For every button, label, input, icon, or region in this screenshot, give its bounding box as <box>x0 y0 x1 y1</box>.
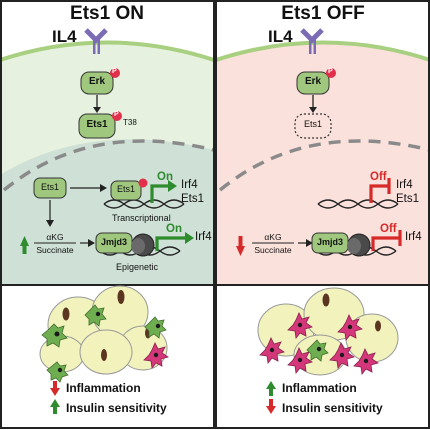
left-mechanism-transcriptional: Transcriptional <box>112 213 171 223</box>
left-metabolite-succinate: Succinate <box>36 245 74 255</box>
left-dna-transcriptional <box>103 199 185 209</box>
right-dna-transcriptional <box>317 199 399 209</box>
right-epigenetic-off-blocker <box>371 236 400 251</box>
left-macrophage-nuclei <box>54 311 161 373</box>
left-cell-panel <box>0 0 214 285</box>
left-epigenetic-on-arrow <box>155 236 187 251</box>
right-metabolite-down-arrow-icon <box>236 246 245 256</box>
right-metabolite-akg: αKG <box>264 232 282 242</box>
left-transcription-on-arrow <box>150 184 170 203</box>
right-nuclear-envelope <box>218 139 430 192</box>
left-metabolite-akg: αKG <box>46 232 64 242</box>
right-inflammation-up-arrow-icon <box>266 381 276 396</box>
left-erk-phospho-mark: P <box>112 68 117 75</box>
left-outcome-insulin-sensitivity: Insulin sensitivity <box>66 401 167 415</box>
right-il4-receptor-icon <box>300 28 324 54</box>
right-ligand-label: IL4 <box>268 27 293 46</box>
right-ets1-absent-label: Ets1 <box>303 119 322 129</box>
right-outcome-inflammation: Inflammation <box>282 381 357 395</box>
left-outcome-inflammation: Inflammation <box>66 381 141 395</box>
right-ets1-absent-outline <box>294 113 332 139</box>
left-inflammation-down-arrow-icon <box>50 381 60 396</box>
left-erk-protein <box>80 71 114 95</box>
right-insulin-down-arrow-icon <box>266 399 276 414</box>
left-erk-label: Erk <box>88 76 106 87</box>
right-metabolite-succinate: Succinate <box>254 245 292 255</box>
left-nuclear-ets1-protein <box>33 177 67 199</box>
right-transcription-off-blocker <box>369 184 389 203</box>
right-erk-phospho-icon <box>326 68 336 78</box>
left-ets1-phospho-mark: P <box>114 111 119 118</box>
left-bound-ets1-label: Ets1 <box>116 184 135 194</box>
left-ligand-label: IL4 <box>52 27 77 46</box>
right-switch-off-1: Off <box>370 171 387 183</box>
left-insulin-up-arrow-icon <box>50 399 60 414</box>
right-erk-protein <box>296 71 330 95</box>
right-target-2-irf4: Irf4 <box>405 231 422 243</box>
left-jmjd3-label: Jmjd3 <box>100 237 127 247</box>
left-switch-on-2: On <box>166 223 182 235</box>
left-il4-receptor-icon <box>84 28 108 54</box>
left-m2-macrophages-icon <box>41 304 167 383</box>
right-plasma-membrane <box>216 40 430 62</box>
right-adipose-tissue-icon <box>257 287 399 376</box>
left-panel-title: Ets1 ON <box>70 3 144 24</box>
left-target-irf4: Irf4 <box>181 179 198 191</box>
left-nuclear-envelope <box>2 139 214 192</box>
right-outcome-insulin-sensitivity: Insulin sensitivity <box>282 401 383 415</box>
left-adipose-tissue-icon <box>39 285 168 375</box>
right-cytoplasm <box>216 42 430 285</box>
right-erk-phospho-mark: P <box>328 68 333 75</box>
left-plasma-membrane <box>0 40 214 62</box>
right-switch-off-2: Off <box>380 223 397 235</box>
left-target-2-irf4: Irf4 <box>195 231 212 243</box>
right-jmjd3-label: Jmjd3 <box>316 237 343 247</box>
left-ets1-bound-phospho-icon <box>138 178 148 188</box>
left-erk-phospho-icon <box>110 68 120 78</box>
left-nuclear-ets1-label: Ets1 <box>40 182 59 192</box>
left-ets1-bound-protein <box>110 180 142 201</box>
left-ets1-protein <box>78 113 116 139</box>
right-target-ets1: Ets1 <box>396 193 420 205</box>
right-panel-title: Ets1 OFF <box>281 3 365 24</box>
right-target-irf4: Irf4 <box>396 179 413 191</box>
left-metabolite-up-arrow-icon <box>20 236 29 246</box>
left-mechanism-epigenetic: Epigenetic <box>116 262 159 272</box>
left-ets1-label: Ets1 <box>86 119 108 130</box>
left-phospho-site-label: T38 <box>123 118 137 127</box>
left-nucleus <box>0 139 214 285</box>
right-erk-label: Erk <box>304 76 322 87</box>
left-target-ets1: Ets1 <box>181 193 205 205</box>
left-ets1-phospho-icon <box>112 111 122 121</box>
left-switch-on-1: On <box>157 171 173 183</box>
